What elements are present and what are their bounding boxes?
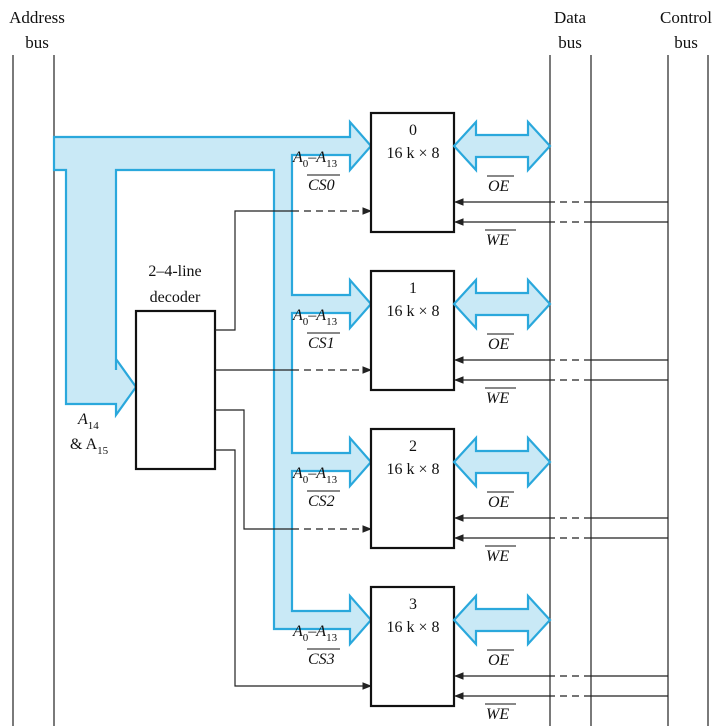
oe-label-1: OE (488, 336, 510, 353)
data-bus-arrow-2 (452, 435, 552, 489)
data-bus-arrow-1 (452, 277, 552, 331)
chip-index-2: 2 (409, 438, 417, 455)
data-bus-arrow-3 (452, 593, 552, 647)
address-bus-title-line2: bus (25, 33, 49, 52)
data-bus-title-line1: Data (554, 8, 587, 27)
chip-index-1: 1 (409, 280, 417, 297)
chip-index-3: 3 (409, 596, 417, 613)
oe-label-3: OE (488, 652, 510, 669)
we-label-0: WE (486, 232, 509, 249)
decoder-label-line2: decoder (150, 289, 201, 306)
cs0-wire (215, 210, 292, 331)
we-label-3: WE (486, 706, 509, 723)
data-bus-arrow-0 (452, 119, 552, 173)
address-bus-path (52, 119, 373, 647)
decoder-input-label-a15: & A15 (70, 436, 109, 457)
control-bus-title-line1: Control (660, 8, 712, 27)
chip-address-label-2: A0–A13 (292, 465, 338, 486)
address-bus-title-line1: Address (9, 8, 65, 27)
we-label-1: WE (486, 390, 509, 407)
chip-address-label-0: A0–A13 (292, 149, 338, 170)
decoder-block (134, 309, 217, 471)
chip-size-0: 16 k × 8 (386, 145, 439, 162)
memory-chip-2 (369, 427, 456, 550)
control-bus-title-line2: bus (674, 33, 698, 52)
cs2-wire (215, 409, 292, 530)
chip-address-label-3: A0–A13 (292, 623, 338, 644)
chip-size-1: 16 k × 8 (386, 303, 439, 320)
decoder-input-label-a14: A14 (77, 411, 99, 432)
memory-chip-3 (369, 585, 456, 708)
oe-label-2: OE (488, 494, 510, 511)
chip-address-label-1: A0–A13 (292, 307, 338, 328)
chip-select-label-3: CS3 (308, 651, 335, 668)
data-bus-title-line2: bus (558, 33, 582, 52)
chip-index-0: 0 (409, 122, 417, 139)
memory-chip-1 (369, 269, 456, 392)
decoder-label-line1: 2–4-line (148, 263, 201, 280)
memory-chip-0 (369, 111, 456, 234)
chip-size-2: 16 k × 8 (386, 461, 439, 478)
chip-select-label-1: CS1 (308, 335, 335, 352)
chip-select-label-2: CS2 (308, 493, 335, 510)
chip-select-label-0: CS0 (308, 177, 335, 194)
chip-size-3: 16 k × 8 (386, 619, 439, 636)
cs3-wire (215, 449, 372, 690)
oe-label-0: OE (488, 178, 510, 195)
we-label-2: WE (486, 548, 509, 565)
